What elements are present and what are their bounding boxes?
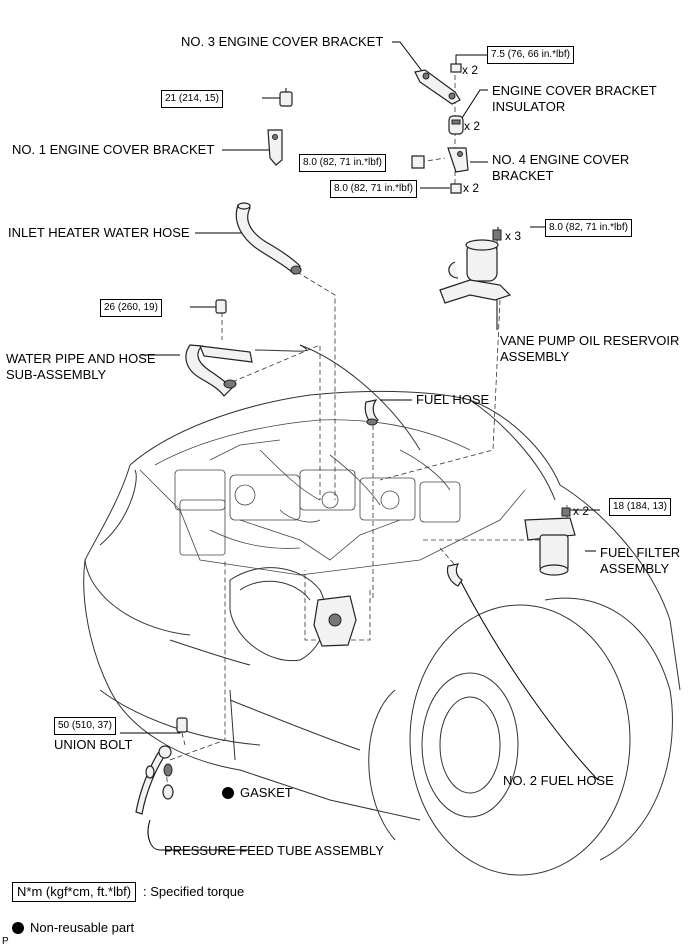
inlet-heater-water-hose bbox=[235, 202, 302, 275]
gasket-part bbox=[162, 763, 174, 800]
label-inlet-hose: INLET HEATER WATER HOSE bbox=[8, 225, 190, 240]
torque-18: 18 (184, 13) bbox=[609, 498, 671, 516]
bolt-26 bbox=[215, 299, 227, 314]
qty-8-0-b: x 2 bbox=[463, 181, 480, 195]
engine-cover-bracket-insulator bbox=[448, 115, 464, 135]
no2-fuel-hose bbox=[446, 563, 463, 587]
label-insulator-2: INSULATOR bbox=[492, 99, 566, 114]
label-vane-pump-1: VANE PUMP OIL RESERVOIR bbox=[500, 333, 680, 348]
torque-50: 50 (510, 37) bbox=[54, 717, 116, 735]
qty-insulator: x 2 bbox=[464, 119, 481, 133]
label-union-bolt: UNION BOLT bbox=[54, 737, 133, 752]
label-no4-bracket-1: NO. 4 ENGINE COVER bbox=[492, 152, 630, 167]
label-vane-pump-2: ASSEMBLY bbox=[500, 349, 570, 364]
label-pressure-tube: PRESSURE FEED TUBE ASSEMBLY bbox=[164, 843, 384, 858]
fuel-filter-assembly bbox=[524, 507, 576, 576]
torque-26: 26 (260, 19) bbox=[100, 299, 162, 317]
legend-torque-desc: : Specified torque bbox=[143, 884, 245, 899]
torque-7-5: 7.5 (76, 66 in.*lbf) bbox=[487, 46, 574, 64]
pressure-feed-tube bbox=[135, 745, 172, 815]
bolt-8-0-side bbox=[411, 155, 425, 169]
label-no3-bracket: NO. 3 ENGINE COVER BRACKET bbox=[181, 34, 384, 49]
qty-7-5: x 2 bbox=[462, 63, 479, 77]
label-fuel-filter-2: ASSEMBLY bbox=[600, 561, 670, 576]
torque-21: 21 (214, 15) bbox=[161, 90, 223, 108]
torque-8-0-a: 8.0 (82, 71 in.*lbf) bbox=[299, 154, 386, 172]
label-water-pipe-1: WATER PIPE AND HOSE bbox=[6, 351, 156, 366]
legend-nonreusable: Non-reusable part bbox=[30, 920, 135, 935]
bolt-21 bbox=[279, 91, 293, 107]
legend-nonreusable-dot-icon bbox=[12, 922, 24, 934]
label-no4-bracket-2: BRACKET bbox=[492, 168, 554, 183]
bolt-7-5 bbox=[450, 63, 462, 73]
no4-engine-cover-bracket bbox=[447, 147, 469, 173]
nonreusable-dot-icon bbox=[222, 787, 234, 799]
label-fuel-hose: FUEL HOSE bbox=[416, 392, 490, 407]
union-bolt-part bbox=[176, 717, 188, 733]
qty-8-0-c: x 3 bbox=[505, 229, 522, 243]
no1-engine-cover-bracket bbox=[267, 129, 283, 166]
torque-8-0-c: 8.0 (82, 71 in.*lbf) bbox=[545, 219, 632, 237]
no3-engine-cover-bracket bbox=[414, 69, 461, 105]
torque-8-0-b: 8.0 (82, 71 in.*lbf) bbox=[330, 180, 417, 198]
corner-mark: P bbox=[2, 936, 9, 947]
label-no2-fuel-hose: NO. 2 FUEL HOSE bbox=[503, 773, 614, 788]
supply-pump bbox=[313, 595, 357, 647]
label-gasket: GASKET bbox=[240, 785, 293, 800]
legend-torque-box: N*m (kgf*cm, ft.*lbf) bbox=[12, 882, 137, 902]
vane-pump-oil-reservoir bbox=[439, 229, 512, 304]
label-no1-bracket: NO. 1 ENGINE COVER BRACKET bbox=[12, 142, 215, 157]
vehicle-body-outline bbox=[83, 344, 681, 876]
label-water-pipe-2: SUB-ASSEMBLY bbox=[6, 367, 107, 382]
engine-compartment bbox=[139, 419, 526, 576]
label-fuel-filter-1: FUEL FILTER bbox=[600, 545, 681, 560]
fuel-hose bbox=[364, 399, 379, 426]
qty-18: x 2 bbox=[573, 504, 590, 518]
label-insulator-1: ENGINE COVER BRACKET bbox=[492, 83, 657, 98]
water-pipe-and-hose bbox=[185, 344, 253, 397]
nut-8-0 bbox=[450, 183, 462, 194]
